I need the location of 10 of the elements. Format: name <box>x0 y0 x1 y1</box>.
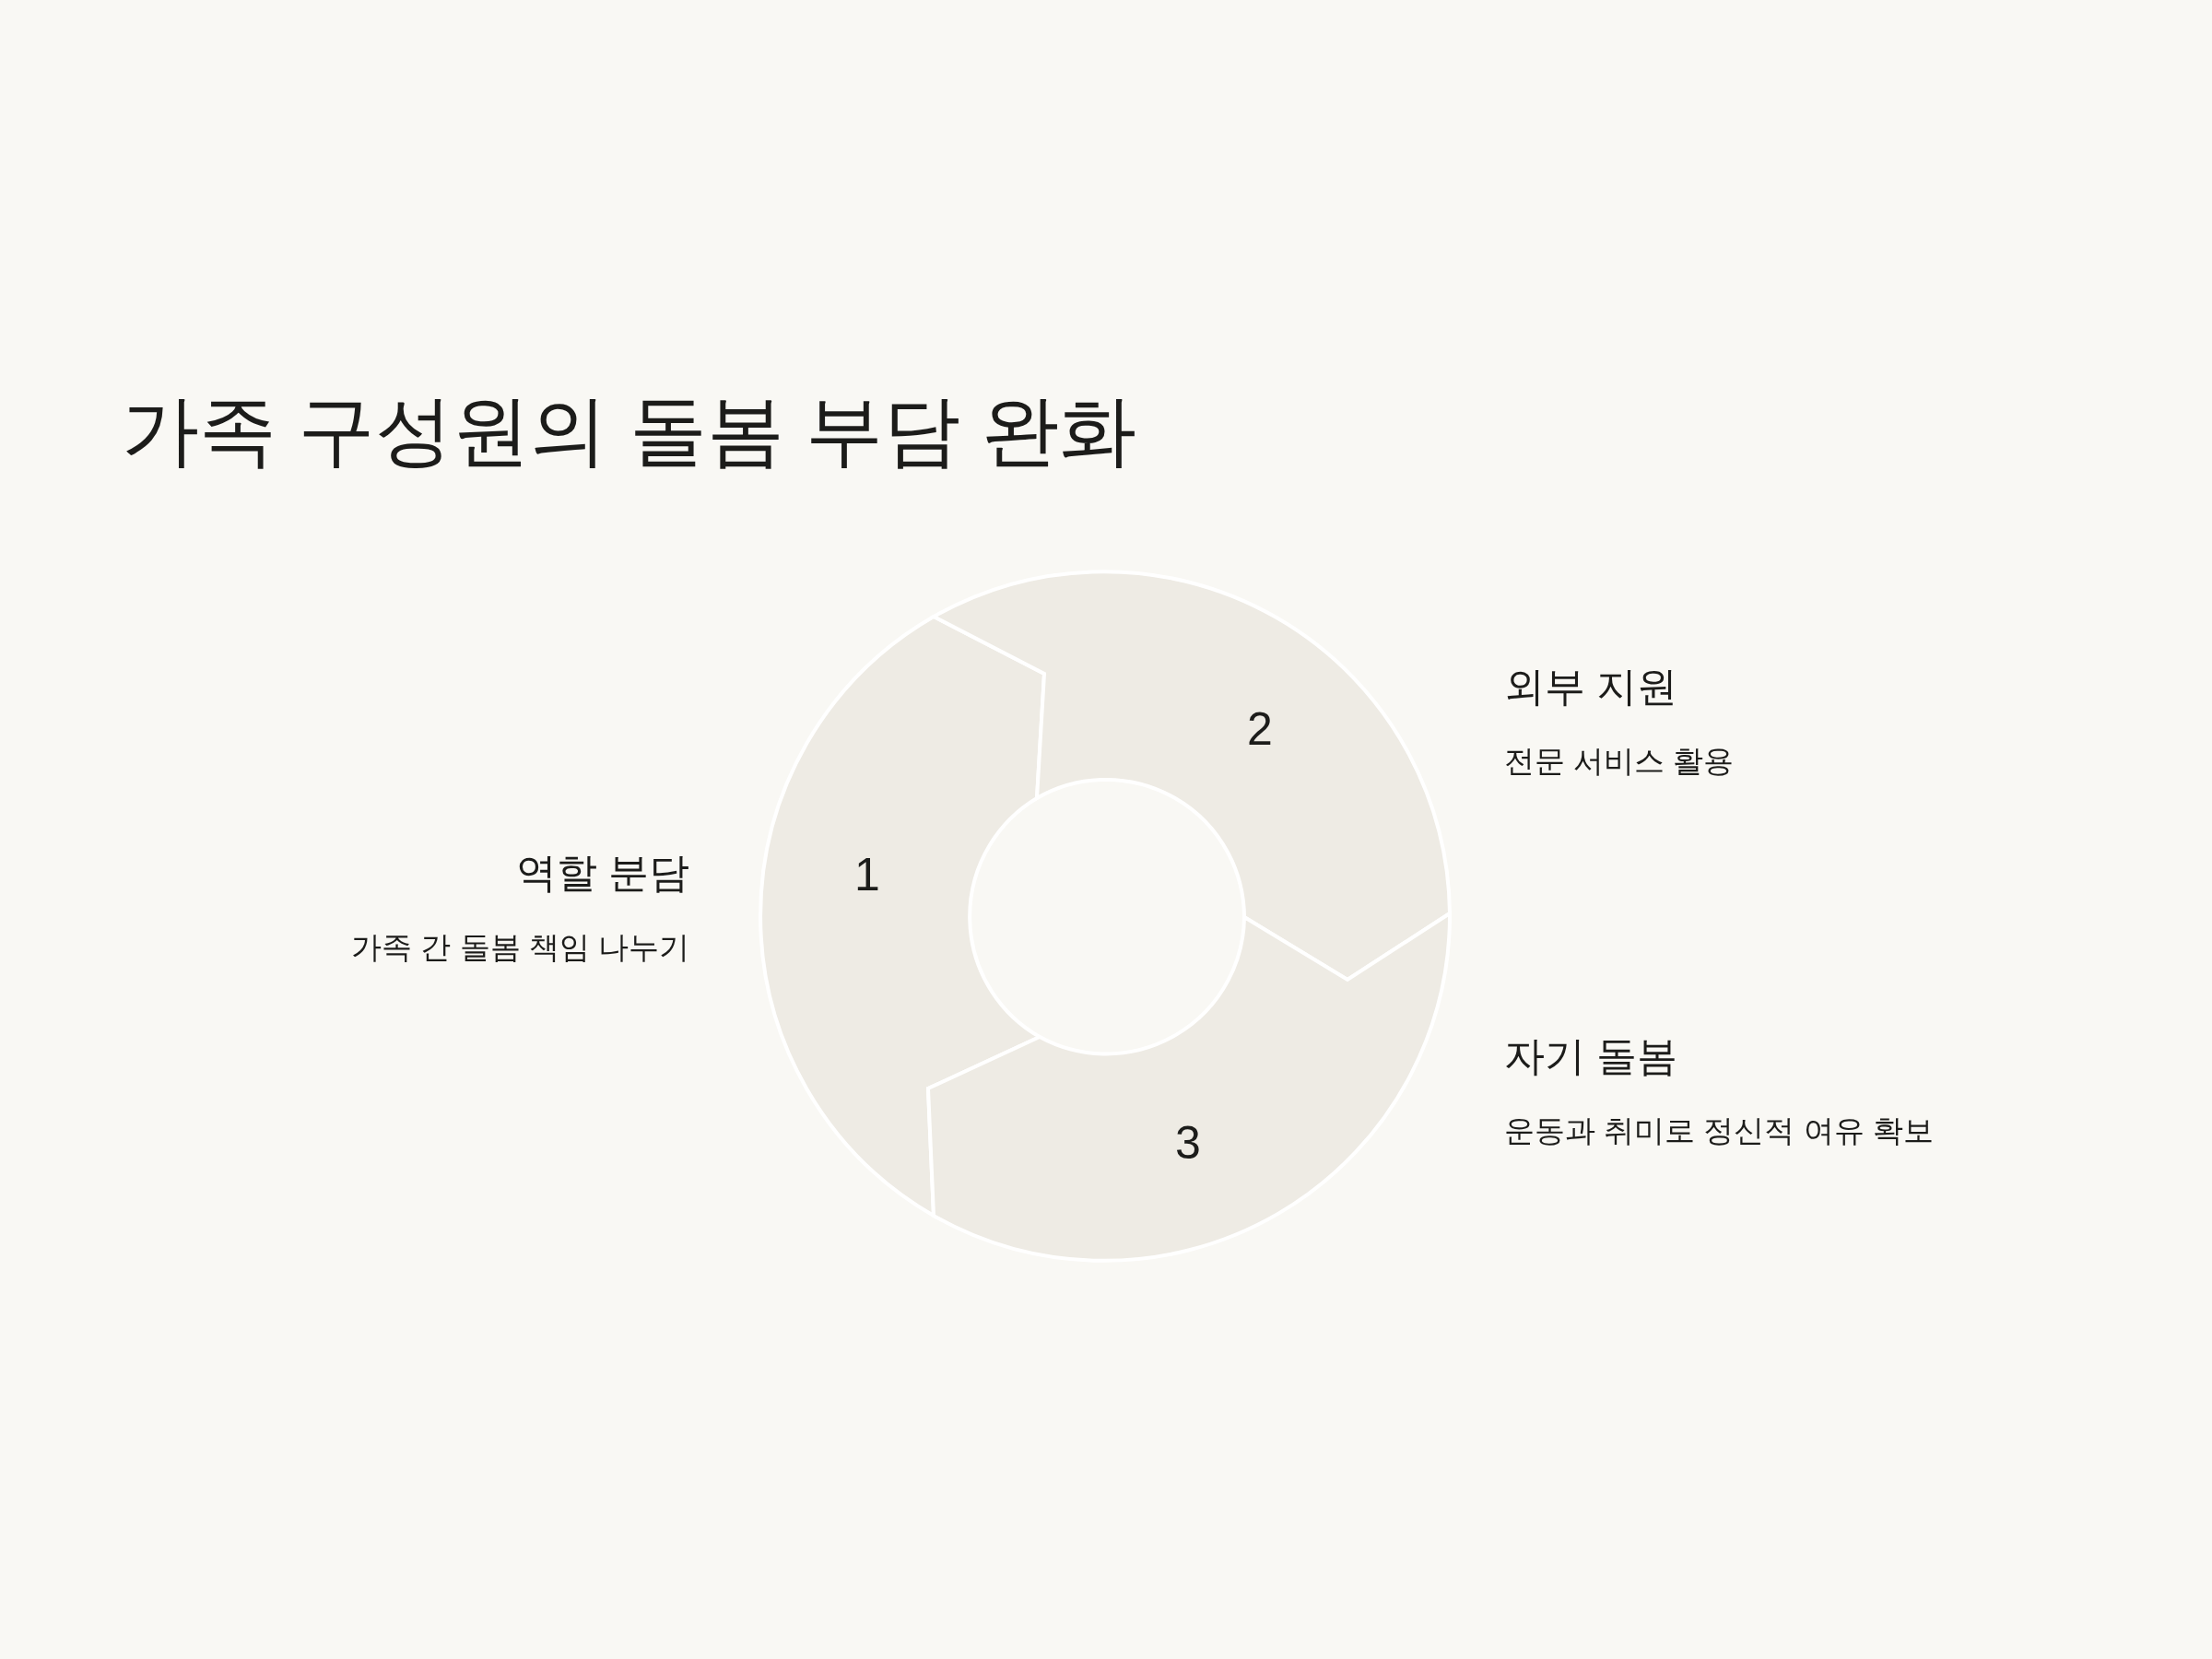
step-heading: 역할 분담 <box>515 853 689 893</box>
step-description: 가족 간 돌봄 책임 나누기 <box>351 932 689 962</box>
step-number: 3 <box>1175 1120 1201 1166</box>
step-heading: 자기 돌봄 <box>1504 1036 1678 1077</box>
title: 가족 구성원의 돌봄 부담 완화 <box>122 392 1137 469</box>
step-description: 운동과 취미로 정신적 여유 확보 <box>1504 1115 1934 1146</box>
step-heading: 외부 지원 <box>1504 666 1678 707</box>
step-number: 1 <box>854 852 880 898</box>
step-description: 전문 서비스 활용 <box>1504 746 1735 776</box>
step-number: 2 <box>1247 706 1273 752</box>
